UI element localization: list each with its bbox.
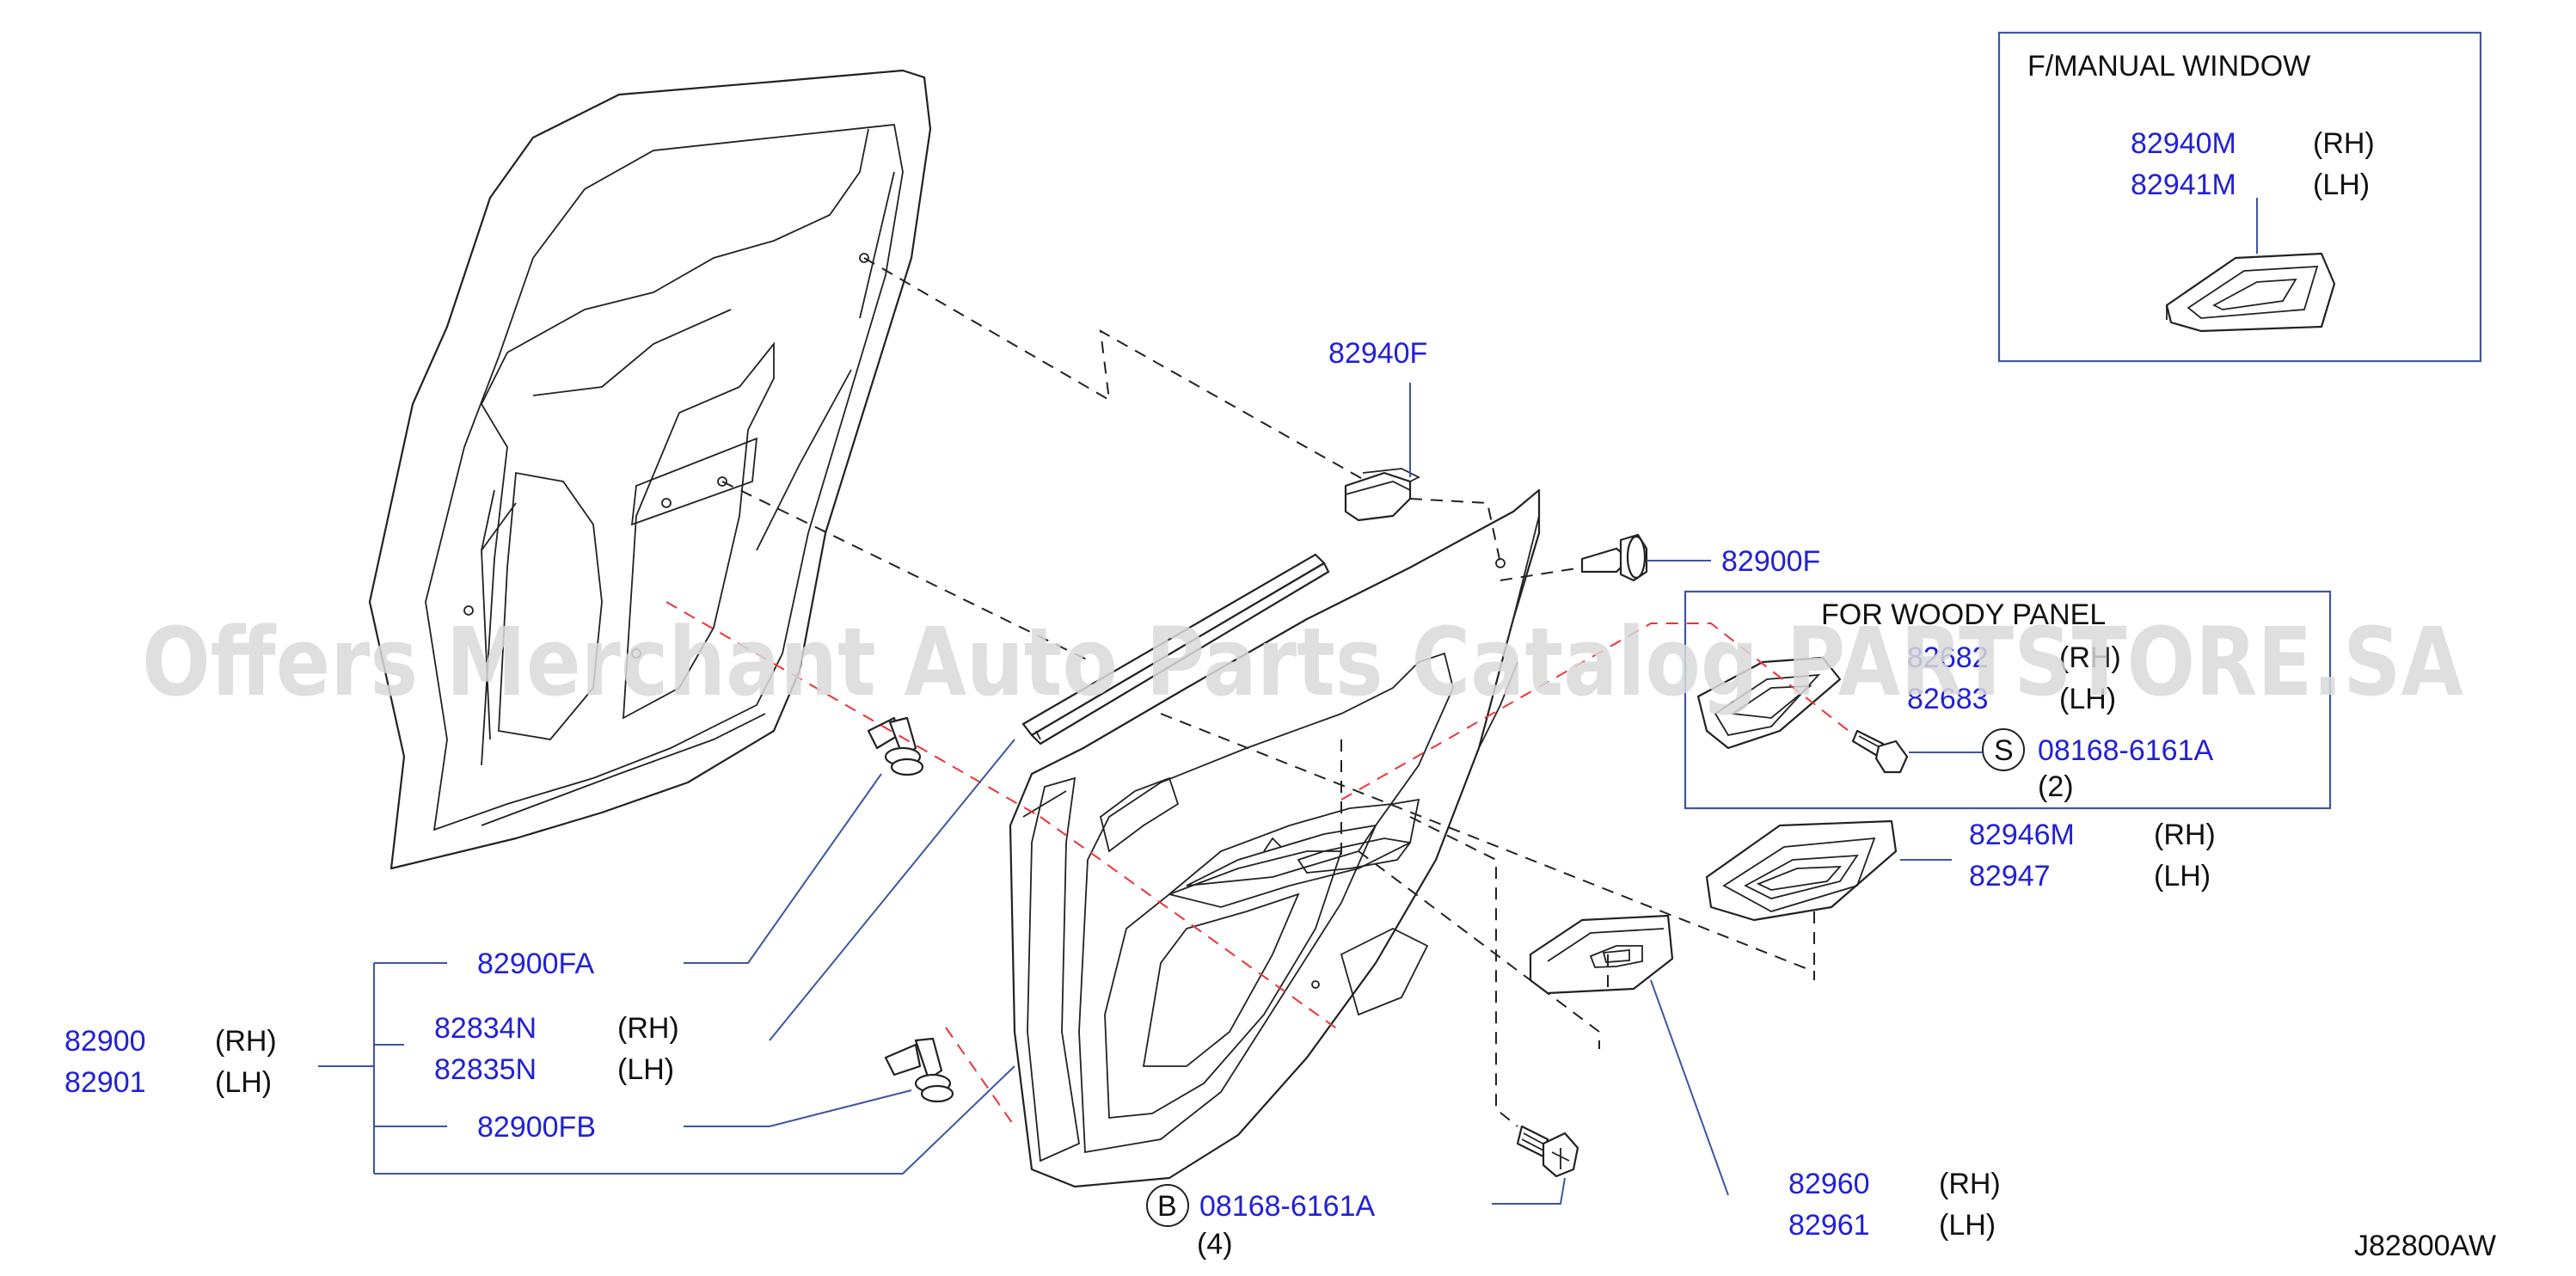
label-08168-6161a-b: 08168-6161A: [1199, 1190, 1376, 1223]
label-82900fa: 82900FA: [477, 948, 594, 980]
manual-window-box: [1997, 31, 2482, 363]
label-qty-2: (2): [2038, 770, 2074, 803]
label-82834n: 82834N: [434, 1012, 537, 1045]
switch-finisher-82960: [1529, 914, 1674, 995]
clip-82900f: [1580, 533, 1648, 582]
label-82683-side: (LH): [2059, 683, 2116, 715]
manual-window-title: F/MANUAL WINDOW: [2027, 50, 2310, 83]
woody-panel-box: [1684, 590, 2332, 810]
labels: 82940F 82900F 82900FA 82834N (RH) 82835N…: [64, 50, 2496, 1262]
label-82961: 82961: [1788, 1209, 1870, 1242]
label-82947-side: (LH): [2154, 860, 2211, 893]
label-82941m-side: (LH): [2313, 169, 2370, 201]
label-82834n-side: (RH): [617, 1012, 679, 1045]
label-82835n-side: (LH): [617, 1053, 674, 1086]
clip-82900fa: [867, 716, 924, 776]
woody-panel-title: FOR WOODY PANEL: [1821, 598, 2106, 631]
label-82682-side: (RH): [2059, 641, 2121, 674]
label-08168-6161a-s: 08168-6161A: [2038, 734, 2214, 767]
symbol-b-circle: [1146, 1184, 1189, 1227]
label-82900f: 82900F: [1721, 545, 1820, 578]
label-82940f: 82940F: [1328, 337, 1427, 370]
label-82683: 82683: [1907, 683, 1989, 715]
label-82940m-side: (RH): [2313, 127, 2375, 160]
assembly-dash-lines: [665, 257, 1849, 1127]
door-inner-shell: [368, 69, 932, 870]
label-82941m: 82941M: [2131, 169, 2236, 201]
symbol-s-circle: [1982, 728, 2025, 771]
finisher-82682: [1696, 656, 1842, 750]
label-82900-side: (RH): [215, 1025, 277, 1058]
label-qty-4: (4): [1197, 1228, 1233, 1261]
screw-b: [1516, 1125, 1579, 1178]
label-82940m: 82940M: [2131, 127, 2236, 160]
symbol-s: S: [1994, 734, 2014, 767]
diagram-code: J82800AW: [2354, 1230, 2496, 1262]
finisher-82940m: [2165, 252, 2336, 333]
clip-82900fb: [884, 1037, 954, 1103]
label-82947: 82947: [1969, 860, 2051, 893]
label-82946m: 82946M: [1969, 819, 2075, 851]
label-82835n: 82835N: [434, 1053, 537, 1086]
label-82900: 82900: [64, 1025, 146, 1058]
label-82901-side: (LH): [215, 1066, 272, 1099]
door-trim-panel: [1009, 488, 1541, 1188]
inner-seal-strip: [1021, 553, 1330, 745]
symbol-b: B: [1157, 1190, 1177, 1223]
finisher-82946m: [1705, 819, 1898, 922]
label-82961-side: (LH): [1939, 1209, 1996, 1242]
label-82960: 82960: [1788, 1168, 1870, 1200]
label-82900fb: 82900FB: [477, 1111, 596, 1144]
screw-s: [1851, 729, 1909, 774]
leader-lines: [318, 198, 2258, 1205]
label-82946m-side: (RH): [2154, 819, 2216, 851]
watermark: Offers Merchant Auto Parts Catalog PARTS…: [142, 607, 2463, 717]
label-82682: 82682: [1907, 641, 1989, 674]
label-82960-side: (RH): [1939, 1168, 2001, 1200]
label-82901: 82901: [64, 1066, 146, 1099]
